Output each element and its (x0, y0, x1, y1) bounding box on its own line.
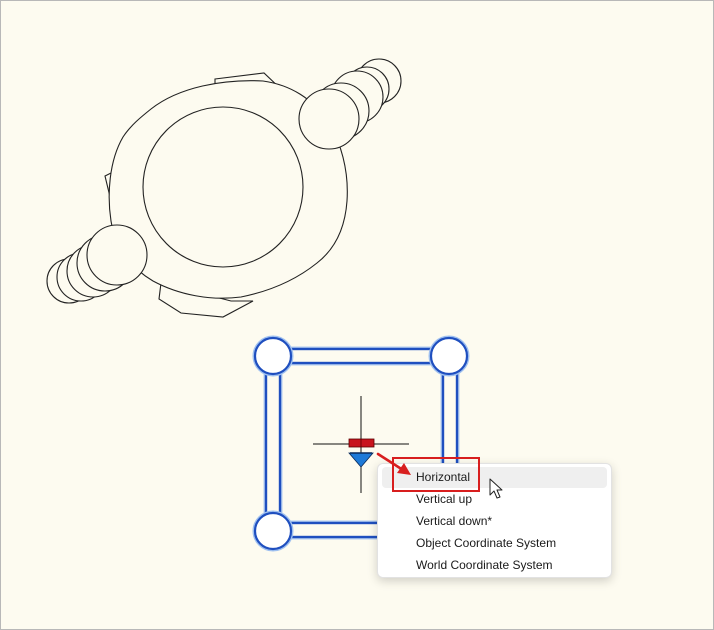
round-table-block[interactable] (46, 58, 402, 318)
context-menu: Horizontal Vertical up Vertical down* Ob… (377, 463, 612, 578)
frame-corner-tr (429, 336, 469, 376)
menu-item-vertical-up[interactable]: Vertical up (416, 492, 473, 506)
frame-top-bar (264, 347, 459, 365)
table-top (142, 106, 304, 268)
frame-left-bar (264, 355, 282, 533)
frame-corner-tl (253, 336, 293, 376)
frame-corner-bl (253, 511, 293, 551)
menu-item-vertical-down[interactable]: Vertical down* (416, 514, 493, 528)
menu-item-object-coordinate-system[interactable]: Object Coordinate System (416, 536, 557, 550)
chair-ur-seat1 (298, 88, 360, 150)
menu-item-horizontal[interactable]: Horizontal (382, 467, 607, 488)
menu-item-world-coordinate-system[interactable]: World Coordinate System (416, 558, 553, 572)
ucs-gizmo-icon[interactable] (348, 438, 375, 468)
chair-ll-seat1 (86, 224, 148, 286)
